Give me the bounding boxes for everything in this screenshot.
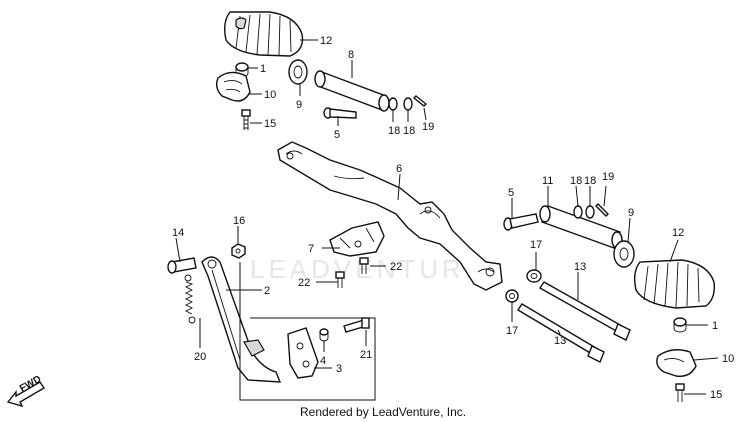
callout-1-lower: 1 (712, 320, 718, 332)
callout-12-upper: 12 (320, 35, 332, 47)
spring-plate-lower (656, 349, 697, 377)
callout-22-right: 22 (390, 261, 402, 273)
callout-19-lower: 19 (602, 171, 614, 183)
callout-14: 14 (172, 227, 184, 239)
stand-bracket (287, 327, 319, 379)
callout-4: 4 (320, 355, 326, 367)
fwd-arrow: FWD (6, 374, 45, 408)
return-spring (184, 274, 196, 324)
footpeg-pin-upper (314, 70, 390, 112)
callout-8: 8 (348, 49, 354, 61)
collar-stand (319, 328, 329, 342)
step-bar-holder (329, 221, 385, 257)
footpeg-rubber-lower (633, 259, 716, 309)
callout-7: 7 (308, 243, 314, 255)
callout-13-upper: 13 (574, 261, 586, 273)
footpeg-rubber-upper (223, 11, 304, 57)
callout-18-lower-b: 18 (584, 175, 596, 187)
washer-upper (288, 59, 308, 85)
spring-plate-upper (215, 71, 251, 102)
long-bolt-b (517, 303, 605, 363)
callout-11: 11 (542, 175, 553, 187)
callout-9-lower: 9 (628, 207, 634, 219)
callout-20: 20 (194, 351, 206, 363)
callout-15-lower: 15 (710, 389, 722, 401)
washers-cotter-lower (573, 203, 609, 219)
callout-5-upper: 5 (334, 129, 340, 141)
callout-19-upper: 19 (422, 121, 434, 133)
bolt-upper (241, 109, 251, 130)
pivot-bolt-stand (167, 257, 197, 274)
callout-12-lower: 12 (672, 227, 684, 239)
collar-lower (673, 317, 687, 333)
callout-21: 21 (360, 349, 372, 361)
bolt-lower (675, 383, 685, 402)
long-bolt-a (538, 281, 631, 341)
callout-17-upper: 17 (530, 239, 542, 251)
callout-15-upper: 15 (264, 118, 276, 130)
washer-lower (613, 240, 635, 268)
collar-17b (505, 289, 519, 303)
clevis-pin-upper (323, 107, 357, 119)
callout-17-lower: 17 (506, 325, 518, 337)
callout-13-lower: 13 (554, 335, 566, 347)
callout-6: 6 (396, 163, 402, 175)
holder-bolt-a (359, 257, 369, 274)
bolt-stand (343, 317, 370, 333)
washers-cotter-upper (388, 95, 428, 111)
callout-9-upper: 9 (296, 99, 302, 111)
callout-18-upper-a: 18 (388, 125, 400, 137)
callout-5-lower: 5 (508, 187, 514, 199)
callout-3: 3 (336, 363, 342, 375)
callout-10-upper: 10 (264, 89, 276, 101)
footer-text: Rendered by LeadVenture, Inc. (300, 405, 466, 419)
nut-stand (231, 243, 246, 259)
callout-18-lower-a: 18 (570, 175, 582, 187)
clevis-pin-lower (503, 213, 539, 231)
side-stand (201, 256, 282, 383)
callout-1-upper: 1 (260, 63, 266, 75)
callout-18-upper-b: 18 (403, 125, 415, 137)
step-bar (277, 141, 503, 291)
leader-lines (175, 39, 719, 401)
collar-17a (526, 269, 542, 283)
callout-16: 16 (233, 215, 245, 227)
callout-labels: 12 1 10 15 9 8 5 18 18 19 6 14 16 2 7 22… (172, 35, 734, 401)
callout-10-lower: 10 (722, 353, 734, 365)
callout-2: 2 (264, 285, 270, 297)
callout-22-left: 22 (298, 277, 310, 289)
holder-bolt-b (335, 271, 345, 288)
